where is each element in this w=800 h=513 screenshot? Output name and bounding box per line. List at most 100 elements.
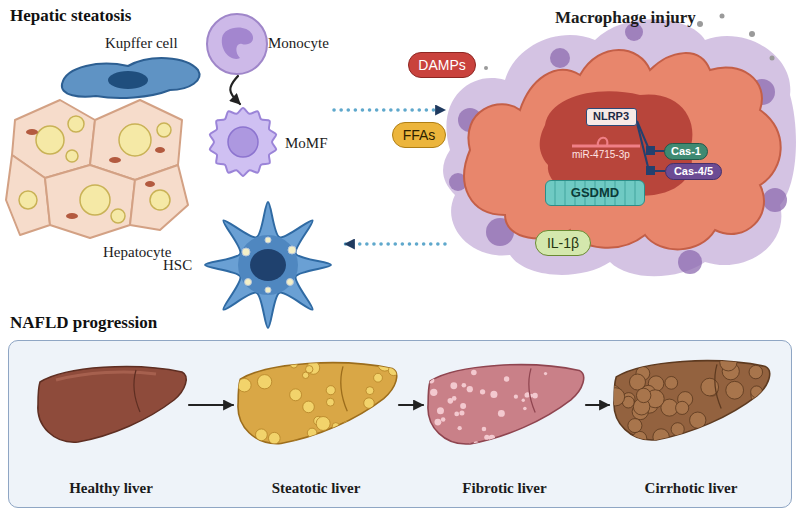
liver-shape <box>428 365 584 444</box>
fibrosis-spot <box>437 407 444 414</box>
cirrhotic-nodule <box>721 418 734 431</box>
vesicle <box>550 48 570 68</box>
mirna-hairpin <box>598 138 608 146</box>
pill-label: GSDMD <box>571 185 619 201</box>
droplet <box>265 287 271 293</box>
fat-spot <box>292 440 303 451</box>
mitochondria <box>26 129 165 219</box>
liver-lobe-line <box>715 364 721 408</box>
mitochondrion <box>109 157 121 163</box>
cirrhotic-nodule <box>751 386 763 398</box>
kupffer-nucleus <box>108 71 148 89</box>
fibrosis-spot <box>535 431 538 434</box>
fibrosis-spot <box>452 396 457 401</box>
pill-label: FFAs <box>403 127 436 144</box>
momf-membrane <box>210 108 276 176</box>
lipid-droplet <box>19 191 37 209</box>
activation-line <box>655 150 665 152</box>
gsdmd-pore: GSDMD <box>545 180 645 206</box>
activation-square <box>646 146 655 155</box>
fibrosis-spot <box>545 419 551 425</box>
liver-stage: Cirrhotic liver <box>609 357 773 497</box>
fat-spot <box>388 438 399 449</box>
vesicle <box>678 250 702 274</box>
fibrosis-spot <box>434 419 441 426</box>
liver-stage: Fibrotic liver <box>423 357 586 497</box>
cirrhotic-nodule <box>735 420 749 434</box>
fibrosis-spot <box>532 393 538 399</box>
cell-label: MoMF <box>285 134 328 152</box>
fibrosis-spot <box>441 417 446 422</box>
fat-spot <box>238 378 251 391</box>
monocyte-shape <box>207 14 267 74</box>
liver-shape <box>38 367 186 443</box>
cirrhotic-nodule <box>690 412 706 428</box>
particle <box>697 21 703 27</box>
hsc-cell: HSC <box>155 198 345 332</box>
cirrhotic-nodule <box>665 376 678 389</box>
fat-spot <box>329 435 338 444</box>
fibrosis-spot <box>574 410 581 417</box>
activation-line <box>655 170 665 172</box>
fibrosis-spot <box>430 389 436 395</box>
hepatocyte-shape <box>6 155 50 235</box>
cirrhotic-nodule <box>720 354 737 371</box>
cell-label: Steatotic liver <box>272 479 361 497</box>
panel-fill <box>8 340 792 508</box>
particle <box>598 18 602 22</box>
macrophage-aura <box>443 19 796 276</box>
hsc-cytoplasm <box>238 235 298 295</box>
droplet <box>242 248 250 256</box>
signal-arrow <box>334 108 445 112</box>
progression-arrow <box>399 404 423 406</box>
cirrhotic-nodule <box>671 423 684 436</box>
mitochondrion <box>66 213 78 219</box>
lipid-droplet <box>36 126 64 154</box>
fibrosis-spot <box>450 382 457 389</box>
fat-spot <box>384 417 392 425</box>
cirrhotic-nodule <box>653 429 669 445</box>
fat-spot <box>388 365 398 375</box>
mitochondrion <box>155 147 165 153</box>
droplet <box>265 237 271 243</box>
fibrosis-spot <box>454 412 459 417</box>
pill-label: NLRP3 <box>593 110 629 123</box>
vesicles <box>449 23 787 274</box>
progression-arrow <box>230 76 240 104</box>
cirrhotic-liver-drawing <box>604 353 769 449</box>
mirna-label: miR-4715-3p <box>572 149 630 161</box>
liver-shape <box>238 363 397 444</box>
mitochondrion <box>26 129 38 135</box>
cirrhotic-nodule <box>636 388 650 402</box>
fibrosis-spot <box>578 362 582 366</box>
liver-stage: Steatotic liver <box>233 357 399 497</box>
liver-stage: Healthy liver <box>33 357 189 497</box>
fibrotic-spots <box>428 360 583 447</box>
fibrosis-spot <box>460 403 466 409</box>
fibrosis-spot <box>489 435 495 441</box>
cell-label: Hepatocyte <box>103 243 171 261</box>
lipid-droplet <box>150 190 170 210</box>
healthy-liver-drawing <box>38 367 186 443</box>
fat-spot <box>316 417 330 431</box>
fat-spot <box>257 375 271 389</box>
fat-spot <box>290 361 297 368</box>
fibrosis-spot <box>459 410 464 415</box>
cirrhotic-nodule <box>628 419 642 433</box>
cirrhotic-nodule <box>746 423 765 442</box>
monocyte-nucleus <box>222 28 253 59</box>
vesicle <box>763 188 787 212</box>
pill-label: DAMPs <box>418 57 465 74</box>
fat-spot <box>256 429 268 441</box>
fat-spots <box>238 357 400 450</box>
fibrosis-spot <box>435 360 438 363</box>
fibrosis-spot <box>541 438 547 444</box>
fibrosis-spot <box>468 444 472 448</box>
fat-spot <box>307 428 317 438</box>
steatotic-liver-drawing <box>238 357 400 450</box>
progression-panel: NAFLD progressionHealthy liverSteatotic … <box>8 340 792 508</box>
kupffer-cell-shape <box>62 58 200 98</box>
